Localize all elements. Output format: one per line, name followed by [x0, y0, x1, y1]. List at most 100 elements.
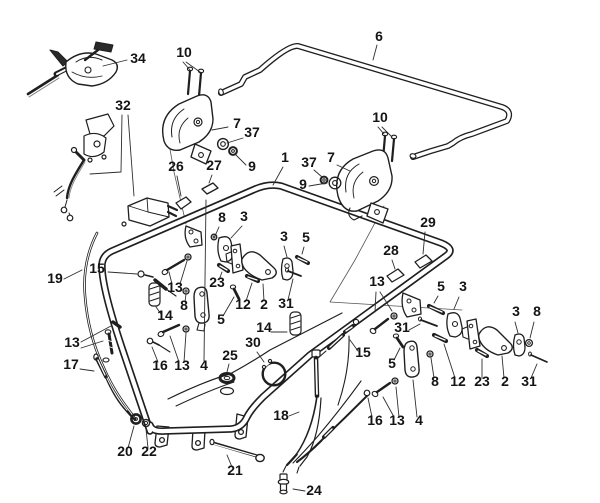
leader-line	[245, 282, 253, 302]
leader-line	[80, 340, 104, 349]
callout-label-13: 13	[389, 412, 405, 428]
leader-line	[179, 260, 188, 285]
callout-label-3: 3	[459, 278, 467, 294]
leader-line	[287, 278, 294, 301]
callout-label-16: 16	[152, 357, 168, 373]
leader-line	[288, 411, 300, 417]
screw-24	[277, 473, 290, 495]
leader-line	[63, 269, 83, 280]
callout-label-21: 21	[227, 462, 243, 478]
leader-line	[256, 351, 265, 363]
part-34-release-handle	[26, 41, 119, 98]
leader-line	[381, 126, 393, 138]
retaining-ring-30	[260, 357, 287, 387]
latch-assembly-right	[319, 131, 398, 224]
callout-label-10: 10	[176, 44, 192, 60]
leader-line	[155, 306, 162, 315]
clip-29	[414, 254, 433, 269]
leader-line	[127, 425, 135, 449]
callout-label-13: 13	[64, 334, 80, 350]
leader-line	[283, 245, 288, 258]
leader-line	[214, 226, 220, 237]
part-6-rear-bow-tube	[218, 43, 513, 160]
leader-line	[222, 296, 235, 317]
leader-line	[203, 199, 207, 362]
leader-line	[374, 291, 377, 313]
callout-label-17: 17	[63, 356, 79, 372]
callout-label-12: 12	[450, 373, 466, 389]
frame-clips	[175, 182, 433, 283]
callout-label-31: 31	[278, 295, 294, 311]
callout-label-8: 8	[431, 373, 439, 389]
callout-label-13: 13	[369, 273, 385, 289]
grommet-20	[130, 413, 142, 425]
callout-label-37: 37	[244, 124, 260, 140]
leader-line	[208, 174, 213, 184]
callout-label-1: 1	[281, 149, 289, 165]
callout-label-37: 37	[301, 154, 317, 170]
leader-line	[412, 379, 418, 418]
cable-19	[83, 231, 137, 421]
callout-label-30: 30	[245, 334, 261, 350]
callout-label-12: 12	[235, 296, 251, 312]
leader-line	[529, 321, 535, 339]
leader-line	[308, 182, 328, 187]
callout-label-2: 2	[260, 296, 268, 312]
leader-line	[433, 295, 439, 304]
nut-9-right	[319, 175, 329, 185]
leader-line	[372, 44, 378, 61]
leader-line	[422, 231, 426, 255]
callout-label-34: 34	[130, 50, 146, 66]
bolt-21	[209, 438, 265, 463]
grommet-25	[218, 372, 236, 384]
leader-line	[226, 454, 233, 468]
leader-line	[530, 363, 538, 379]
leader-line	[367, 397, 373, 418]
latch-assembly-left	[161, 66, 238, 165]
leader-line	[185, 61, 201, 73]
callout-label-27: 27	[206, 157, 222, 173]
clip-27	[201, 182, 219, 195]
callout-label-32: 32	[115, 97, 131, 113]
leader-line	[176, 175, 182, 197]
callout-label-23: 23	[474, 373, 490, 389]
callout-label-19: 19	[47, 270, 63, 286]
callout-label-18: 18	[273, 407, 289, 423]
callout-label-8: 8	[180, 297, 188, 313]
leader-line	[151, 346, 159, 363]
callout-label-8: 8	[218, 209, 226, 225]
callout-label-31: 31	[521, 373, 537, 389]
leader-line	[379, 291, 393, 312]
leader-line	[183, 332, 187, 363]
leader-line	[272, 166, 284, 186]
callout-label-16: 16	[367, 412, 383, 428]
leader-line	[393, 347, 401, 361]
callout-label-4: 4	[200, 357, 208, 373]
callout-label-14: 14	[256, 319, 272, 335]
leader-line	[127, 114, 135, 197]
leader-line	[80, 325, 112, 343]
callout-label-7: 7	[327, 149, 335, 165]
leader-line	[89, 114, 123, 175]
callout-label-8: 8	[533, 303, 541, 319]
callout-label-25: 25	[222, 347, 238, 363]
leader-line	[453, 296, 460, 310]
washer-37-left	[216, 137, 230, 151]
callout-label-5: 5	[217, 311, 225, 327]
callout-label-9: 9	[248, 158, 256, 174]
callout-label-14: 14	[157, 307, 173, 323]
leader-line	[336, 164, 351, 172]
leader-line	[262, 283, 265, 302]
callout-label-26: 26	[168, 158, 184, 174]
leader-line	[102, 59, 128, 67]
leader-line	[313, 169, 323, 178]
leader-line	[349, 339, 359, 352]
callout-label-7: 7	[233, 115, 241, 131]
callout-label-22: 22	[141, 443, 157, 459]
leader-line	[443, 343, 456, 379]
leader-line	[211, 126, 229, 131]
leader-line	[382, 396, 395, 418]
leader-line	[230, 225, 243, 239]
callout-label-20: 20	[117, 443, 133, 459]
